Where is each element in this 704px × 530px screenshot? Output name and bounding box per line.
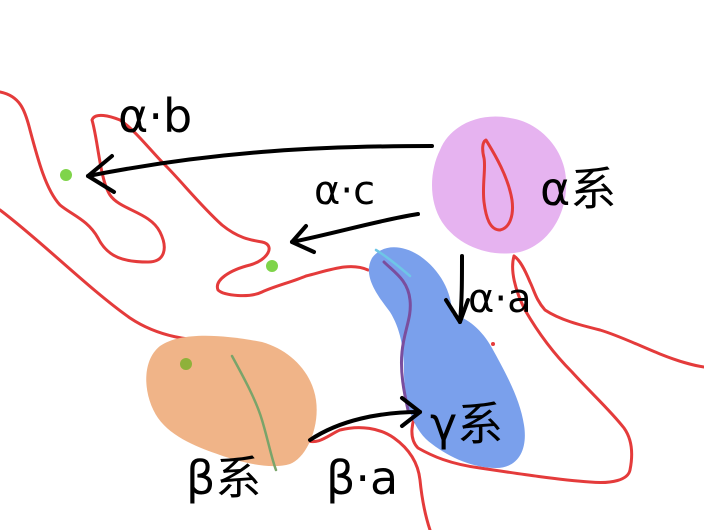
- label-alpha-c: α·c: [314, 168, 375, 214]
- arrow-beta-to-gamma: [308, 396, 422, 442]
- arrow-alpha-to-b: [86, 144, 434, 194]
- gamma-top-accent: [374, 248, 412, 278]
- arrow-alpha-to-c: [290, 212, 420, 254]
- gamma-region: [368, 247, 525, 468]
- label-gamma-system: γ系: [430, 397, 503, 451]
- red-dot: [491, 342, 495, 346]
- point-b: [60, 169, 72, 181]
- gamma-boundary-overlap: [382, 260, 412, 412]
- red-boundary-right: [410, 254, 704, 484]
- red-boundary-top: [0, 90, 370, 298]
- label-beta-system: β系: [186, 451, 261, 505]
- alpha-region: [432, 116, 567, 254]
- label-alpha-system: α系: [540, 162, 616, 216]
- point-c: [266, 260, 278, 272]
- point-a-beta: [180, 358, 192, 370]
- beta-inner-line: [230, 354, 278, 472]
- alpha-inner-shape: [481, 138, 514, 232]
- label-alpha-b: α·b: [118, 89, 192, 143]
- label-beta-a: β·a: [326, 451, 398, 505]
- label-alpha-a: α·a: [468, 276, 532, 322]
- arrow-alpha-to-a: [444, 254, 470, 324]
